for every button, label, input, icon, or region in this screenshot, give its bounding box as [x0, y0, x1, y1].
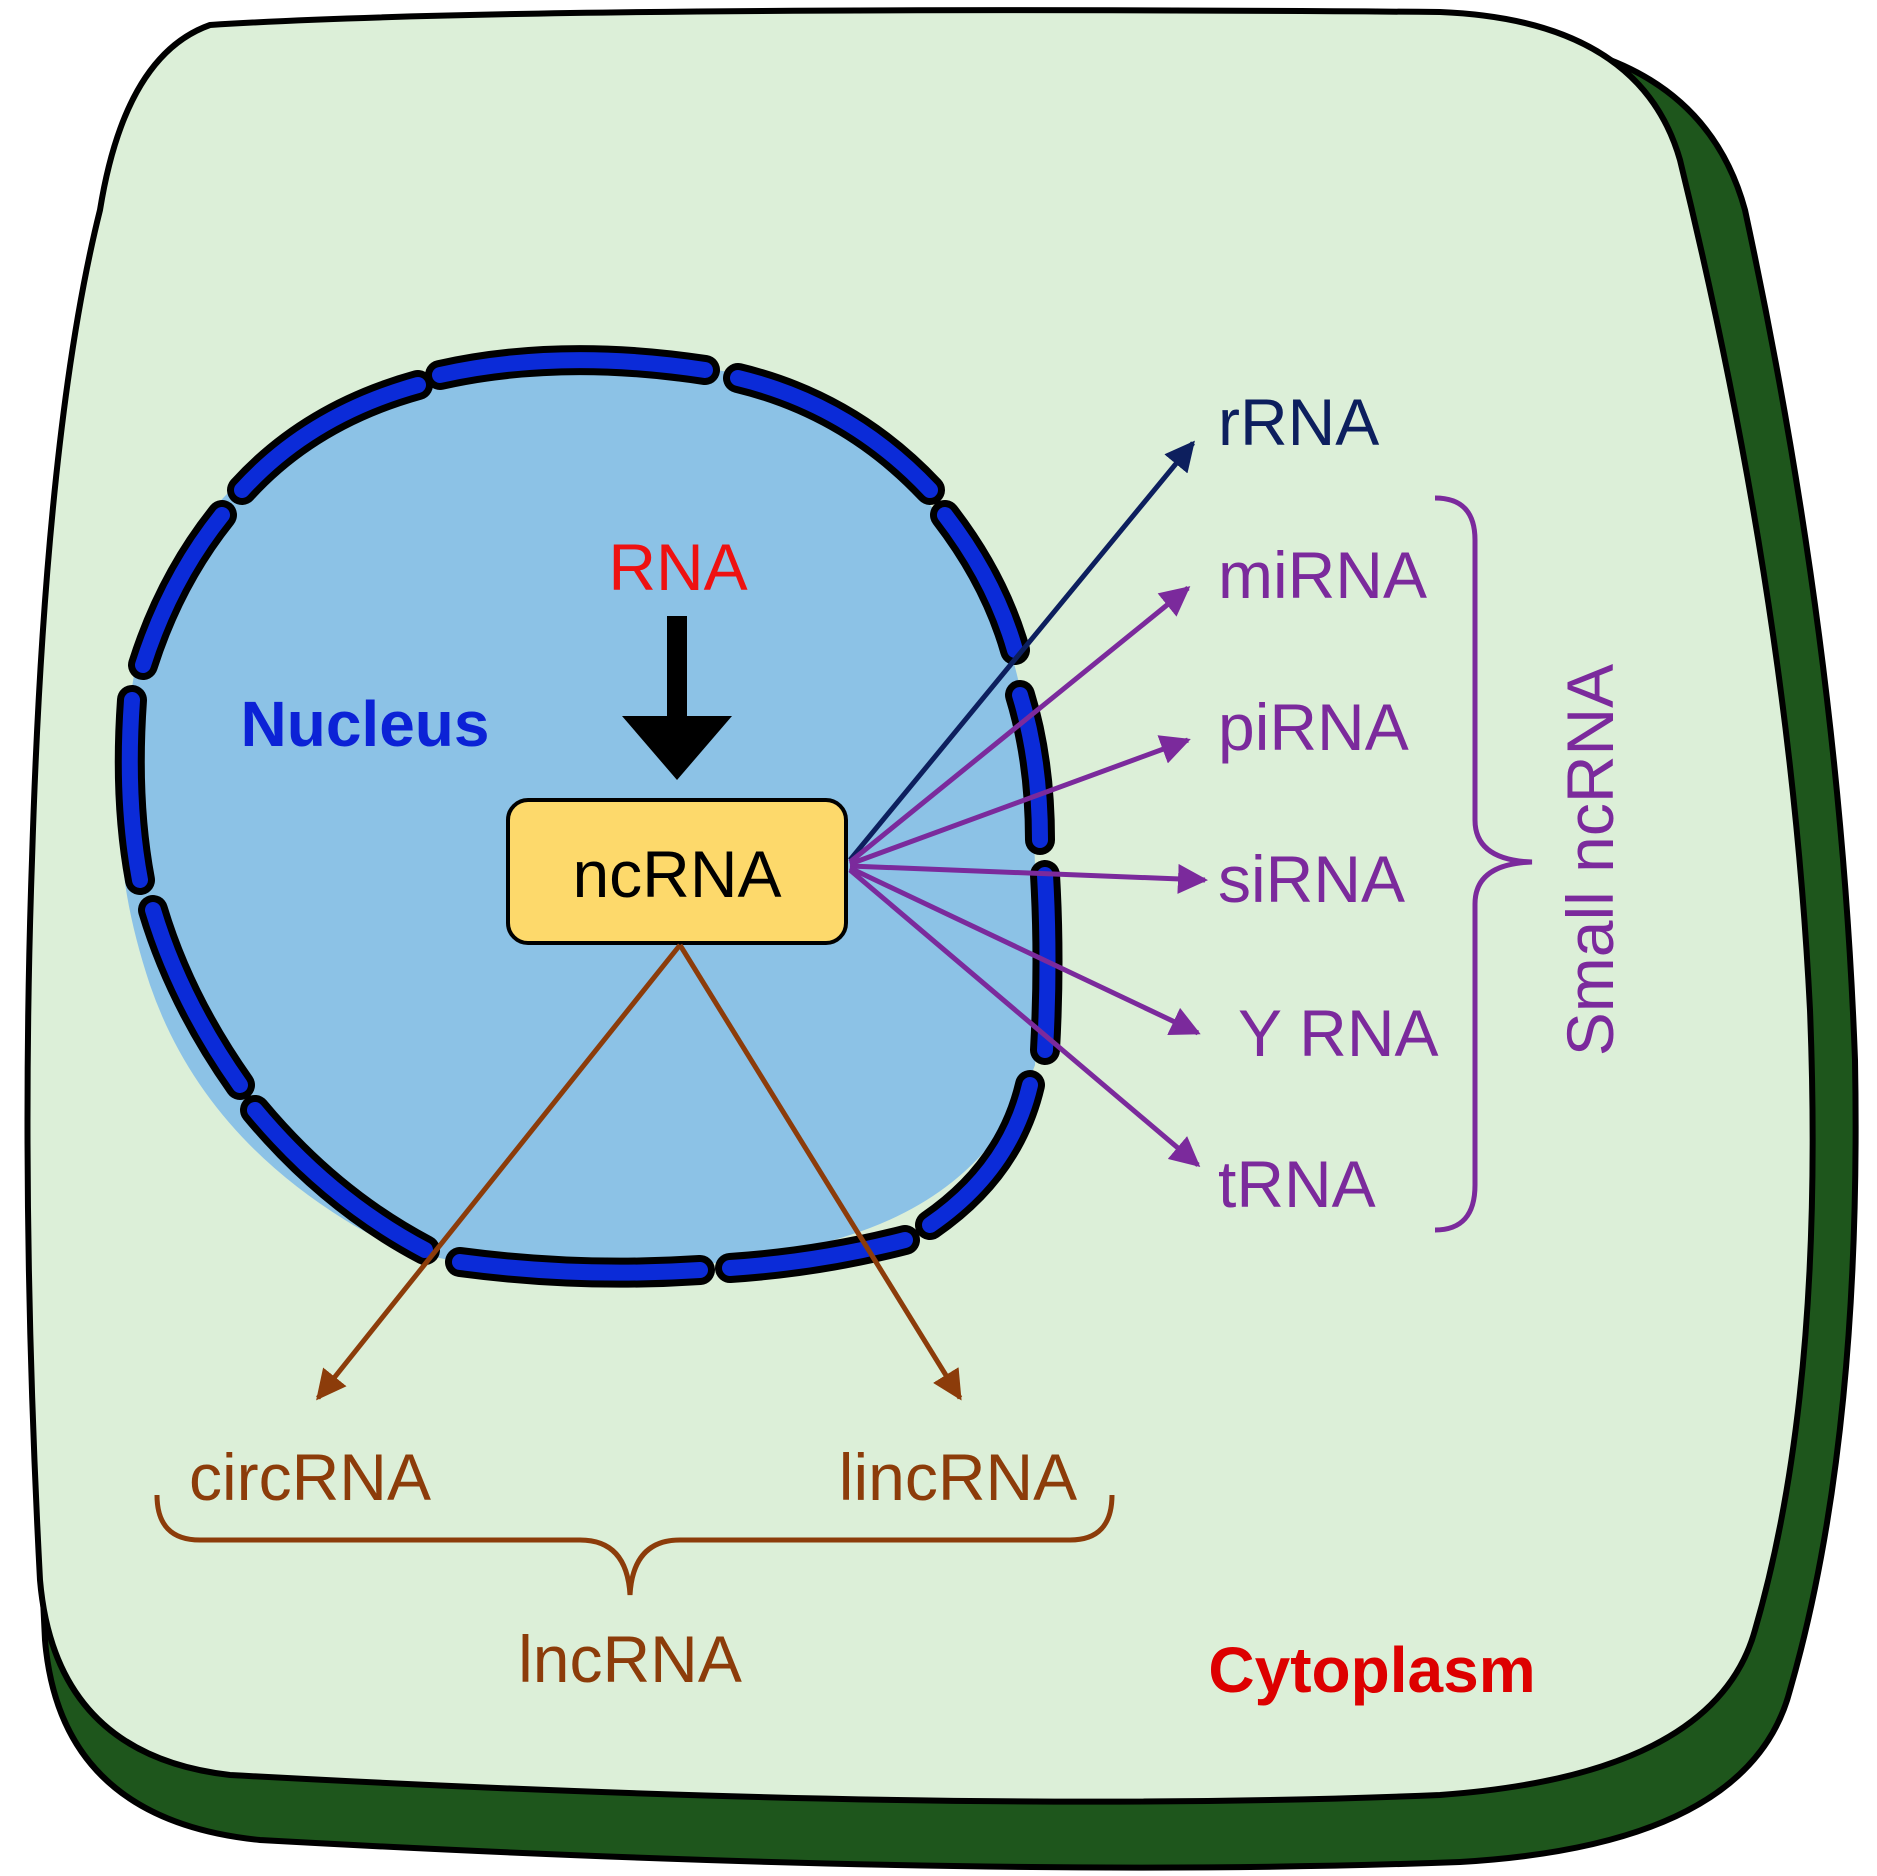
- arrow-to-rrna: [848, 440, 1195, 862]
- nucleus-label: Nucleus: [241, 688, 490, 760]
- sirna-label: siRNA: [1218, 842, 1405, 916]
- lncrna-label: lncRNA: [518, 1622, 742, 1696]
- small-ncrna-brace: [1434, 495, 1533, 1233]
- cytoplasm-label: Cytoplasm: [1208, 1634, 1535, 1706]
- lincrna-label: lincRNA: [839, 1440, 1077, 1514]
- small-ncrna-label: Small ncRNA: [1553, 664, 1627, 1056]
- trna-label: tRNA: [1218, 1147, 1376, 1221]
- circrna-label: circRNA: [189, 1440, 431, 1514]
- small-ncrna-arrows: [848, 440, 1208, 1167]
- rna-label: RNA: [608, 530, 747, 604]
- arrow-to-mirna: [848, 586, 1191, 864]
- pirna-label: piRNA: [1218, 690, 1409, 764]
- rna-to-ncrna-arrow: [622, 616, 732, 780]
- arrow-to-trna: [848, 868, 1201, 1167]
- arrow-to-sirna: [849, 863, 1208, 894]
- arrow-to-circrna: [316, 943, 682, 1401]
- ncrna-box: [506, 798, 848, 945]
- lncrna-arrows: [316, 943, 963, 1401]
- ncrna-label: ncRNA: [572, 837, 781, 911]
- arrow-to-lincrna: [677, 943, 963, 1401]
- rrna-label: rRNA: [1218, 385, 1379, 459]
- arrow-to-pirna: [849, 735, 1191, 867]
- arrow-to-yrna: [848, 865, 1201, 1036]
- lncrna-brace: [154, 1494, 1115, 1596]
- yrna-label: Y RNA: [1238, 996, 1439, 1070]
- mirna-label: miRNA: [1218, 538, 1427, 612]
